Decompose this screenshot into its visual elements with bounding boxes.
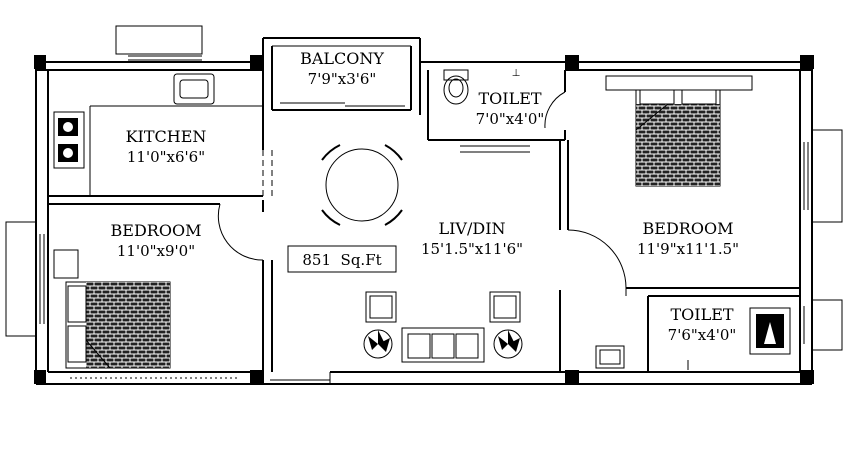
armchair-icon [365, 291, 397, 323]
total-area-box: 851 Sq.Ft [287, 245, 397, 273]
room-name: TOILET [478, 89, 541, 108]
room-name: TOILET [670, 305, 733, 324]
shower-icon [749, 307, 791, 355]
room-bedroom-right: BEDROOM 11'9"x11'1.5" [637, 219, 739, 258]
dining-table-icon [321, 144, 403, 226]
room-toilet-bottom: TOILET 7'6"x4'0" [668, 305, 737, 344]
svg-text:⊥: ⊥ [512, 68, 521, 79]
total-area: 851 Sq.Ft [302, 251, 381, 269]
room-size: 11'0"x6'6" [127, 148, 205, 166]
plant-icon [363, 329, 393, 359]
bed-icon [605, 75, 753, 187]
room-size: 11'9"x11'1.5" [637, 240, 739, 258]
sofa-icon [401, 327, 485, 363]
armchair-icon [489, 291, 521, 323]
room-name: BEDROOM [111, 221, 202, 240]
room-name: LIV/DIN [438, 219, 505, 238]
room-size: 11'0"x9'0" [117, 242, 195, 260]
wash-basin-icon [595, 345, 689, 370]
bed-icon [53, 249, 171, 369]
room-name: KITCHEN [126, 127, 207, 146]
stove-icon [53, 111, 85, 169]
plant-icon [493, 329, 523, 359]
room-bedroom-left: BEDROOM 11'0"x9'0" [111, 221, 202, 260]
room-kitchen: KITCHEN 11'0"x6'6" [126, 127, 207, 166]
structural-columns [34, 55, 814, 384]
room-size: 15'1.5"x11'6" [421, 240, 523, 258]
windows [5, 25, 843, 379]
room-name: BEDROOM [643, 219, 734, 238]
interior-walls [48, 37, 800, 384]
room-size: 7'6"x4'0" [668, 326, 737, 344]
room-balcony: BALCONY 7'9"x3'6" [300, 49, 384, 88]
room-name: BALCONY [300, 49, 384, 68]
room-size: 7'9"x3'6" [308, 70, 377, 88]
room-toilet-top: TOILET 7'0"x4'0" [476, 89, 545, 128]
room-liv-din: LIV/DIN 15'1.5"x11'6" [421, 219, 523, 258]
sink-icon [173, 73, 215, 105]
room-size: 7'0"x4'0" [476, 110, 545, 128]
wc-icon: ⊥ [443, 68, 521, 105]
